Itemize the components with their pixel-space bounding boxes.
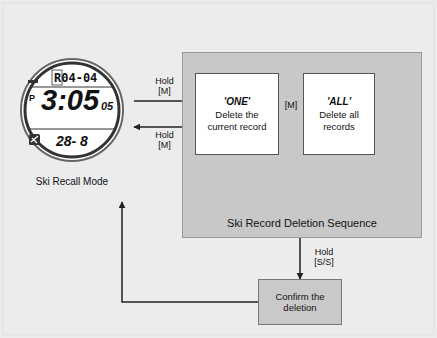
connector-arrow [299,238,301,279]
record-number: R04-04 [54,72,97,84]
mem-icon [28,80,38,83]
edge-label: Hold [M] [149,130,181,151]
edge-label: Hold [S/S] [306,247,342,268]
date-digits: 28- 8 [56,134,88,148]
display-divider [30,129,114,130]
box-text: Confirm the deletion [264,291,336,314]
process-box: 'ALL' Delete all records [303,73,375,155]
watch-ring [25,63,119,157]
box-text: Delete the current record [201,109,273,132]
watch-display: R04-04P 3:0505 28- 8 Ski Recall Mode [10,56,134,202]
process-box: 'ONE' Delete the current record [195,73,279,155]
ski-icon-mark [31,136,38,143]
edge-label: Hold [M] [149,76,181,97]
box-text: Delete all records [309,109,369,132]
ski-icon [29,134,40,145]
panel-title: Ski Record Deletion Sequence [183,217,421,229]
sequence-panel: Ski Record Deletion Sequence 'ONE' Delete … [182,52,422,238]
seconds-digits: 05 [101,101,113,112]
mode-label: Ski Recall Mode [10,176,134,187]
process-box: Confirm the deletion [258,279,342,325]
box-heading: 'ONE' [224,96,250,107]
pm-indicator: P [29,94,35,103]
time-digits: 3:05 [41,86,99,115]
edge-label: [M] [279,100,303,110]
box-heading: 'ALL' [327,96,351,107]
watch-bezel [21,59,123,161]
